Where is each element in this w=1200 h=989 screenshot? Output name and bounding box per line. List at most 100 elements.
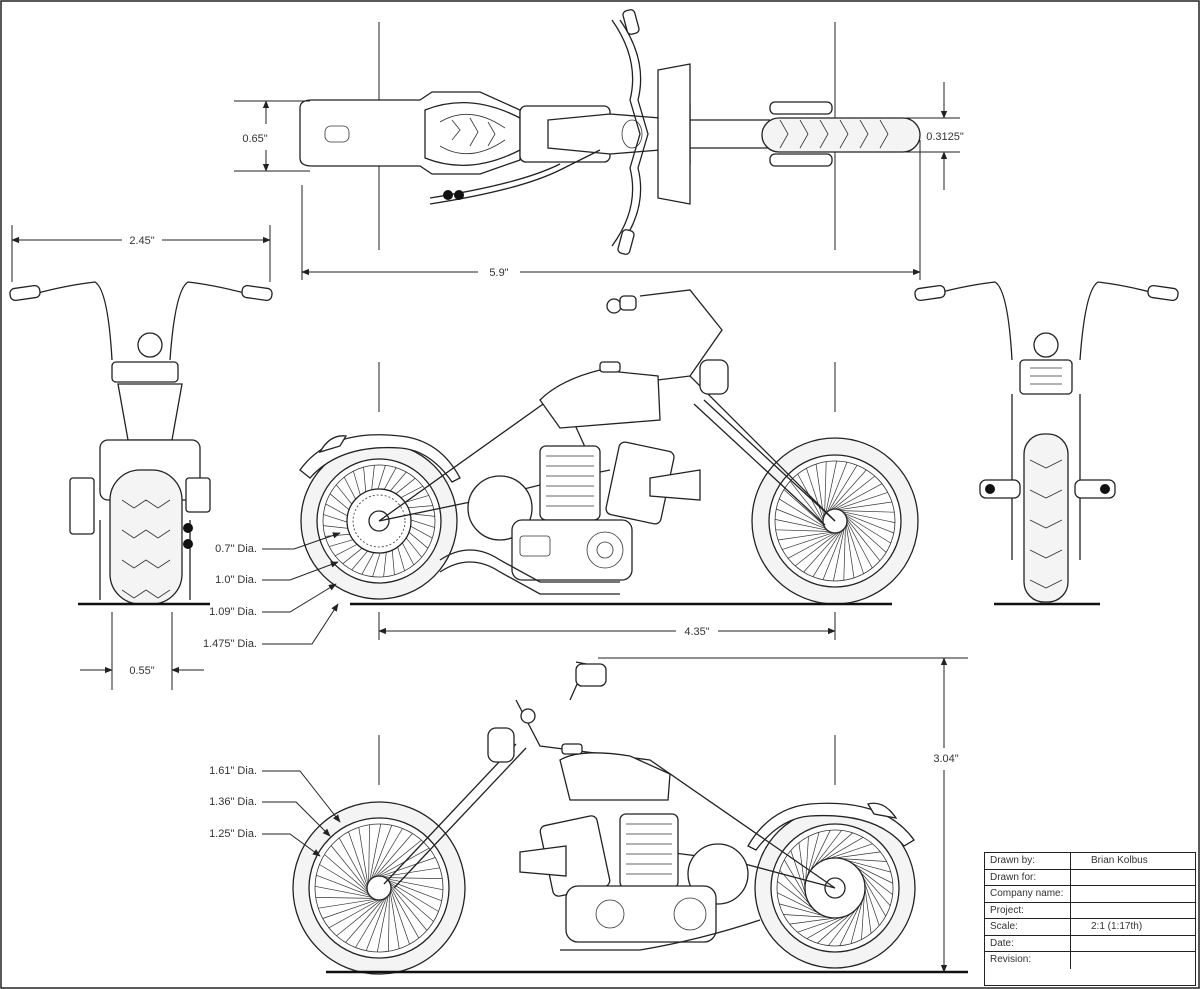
callout-rear-2: 1.0" Dia.: [215, 574, 257, 586]
wheel-spoke: [797, 917, 842, 933]
wheel-spoke: [376, 895, 389, 953]
front-view: 2.45" 0.55": [9, 225, 273, 690]
callout-rear-3: 1.09" Dia.: [209, 606, 257, 618]
wheel-spoke: [862, 876, 887, 917]
wheel-spoke: [806, 915, 847, 940]
title-block-label: Drawn for:: [985, 869, 1071, 885]
title-block-value: 2:1 (1:17th): [1091, 921, 1143, 932]
rear-view: [914, 281, 1179, 606]
callout-front-3: 1.25" Dia.: [209, 828, 257, 840]
callout-rear-4: 1.475" Dia.: [203, 638, 257, 650]
wheel-spoke: [776, 508, 826, 530]
wheel-spoke: [832, 475, 876, 510]
title-block-row: Scale:2:1 (1:17th): [985, 919, 1195, 936]
wheel-spoke: [336, 899, 382, 937]
wheel-spoke: [824, 461, 827, 516]
wheel-spoke: [864, 881, 880, 926]
wheel-spoke: [390, 889, 410, 945]
title-block-row: Date:: [985, 935, 1195, 952]
wheel-spoke: [318, 898, 375, 909]
wheel-spoke: [338, 837, 368, 889]
wheel-spoke: [370, 825, 393, 879]
wheel-spoke: [846, 859, 891, 873]
wheel-spoke: [390, 887, 420, 939]
wheel-spoke: [826, 462, 848, 512]
wheel-spoke: [846, 522, 864, 574]
wheel-spoke: [778, 531, 831, 541]
wheel-spoke: [376, 839, 422, 877]
wheel-spoke: [380, 857, 436, 877]
title-block-value: [1071, 936, 1195, 952]
wheel-spoke: [843, 526, 846, 581]
wheel-spoke: [389, 881, 439, 912]
wheel-spoke: [783, 914, 830, 918]
wheel-spoke: [345, 899, 384, 943]
wheel-spoke: [859, 871, 891, 906]
wheel-spoke: [845, 514, 891, 544]
callout-front-2: 1.36" Dia.: [209, 796, 257, 808]
wheel-spoke: [369, 823, 382, 881]
wheel-spoke: [803, 532, 840, 573]
wheel-spoke: [840, 858, 887, 862]
dim-overall-height: 3.04": [933, 753, 958, 765]
wheel-spoke: [846, 518, 881, 562]
wheel-spoke: [775, 529, 830, 532]
wheel-spoke: [813, 830, 842, 868]
wheel-spoke: [839, 501, 892, 511]
callout-front-1: 1.61" Dia.: [209, 765, 257, 777]
wheel-spoke: [316, 874, 370, 897]
wheel-spoke: [789, 480, 824, 524]
wheel-spoke: [806, 468, 824, 520]
wheel-spoke: [844, 512, 894, 534]
wheel-spoke: [840, 510, 895, 513]
wheel-spoke: [864, 887, 872, 934]
wheel-spoke: [372, 828, 403, 878]
wheel-spoke: [855, 866, 893, 895]
wheel-spoke: [842, 511, 896, 523]
wheel-spoke: [365, 897, 388, 951]
title-block-value: Brian Kolbus: [1091, 855, 1148, 866]
wheel-spoke: [828, 465, 858, 511]
title-block-value: [1071, 886, 1195, 902]
wheel-spoke: [839, 904, 861, 946]
wheel-spoke: [328, 899, 380, 929]
wheel-spoke: [777, 892, 819, 914]
wheel-spoke: [850, 899, 864, 944]
title-block-value: [1071, 870, 1195, 886]
title-block-row: Drawn for:: [985, 869, 1195, 886]
wheel-spoke: [851, 862, 893, 884]
wheel-spoke: [790, 850, 806, 895]
wheel-spoke: [836, 492, 888, 510]
wheel-spoke: [314, 885, 372, 898]
wheel-spoke: [834, 851, 881, 859]
wheel-spoke: [825, 460, 837, 514]
title-block-row: Drawn by:Brian Kolbus: [985, 853, 1195, 870]
title-block-row: Revision:: [985, 952, 1195, 969]
top-view: 5.9" 0.65" 0.3125": [234, 9, 964, 280]
side-view-right: 4.35" 0.7" Dia. 1.0" Dia. 1.09" Dia. 1.4…: [203, 289, 919, 650]
title-block-label: Project:: [985, 902, 1071, 918]
wheel-spoke: [828, 908, 857, 946]
wheel-spoke: [833, 528, 845, 582]
dim-front-width: 2.45": [129, 235, 154, 247]
wheel-spoke: [388, 893, 390, 952]
wheel-spoke: [777, 881, 815, 910]
wheel-spoke: [319, 864, 369, 895]
wheel-spoke: [789, 917, 836, 925]
wheel-spoke: [779, 903, 824, 917]
title-block-row: Project:: [985, 902, 1195, 919]
wheel-spoke: [355, 898, 386, 948]
wheel-spoke: [809, 830, 831, 872]
wheel-spoke: [774, 519, 828, 531]
wheel-spoke: [805, 836, 809, 883]
wheel-spoke: [322, 899, 378, 919]
dim-front-tire-width: 0.55": [129, 665, 154, 677]
wheel-spoke: [324, 854, 368, 893]
wheel-spoke: [779, 870, 811, 905]
wheel-spoke: [358, 827, 369, 884]
dim-top-right-height: 0.3125": [926, 131, 964, 143]
wheel-spoke: [384, 877, 443, 879]
